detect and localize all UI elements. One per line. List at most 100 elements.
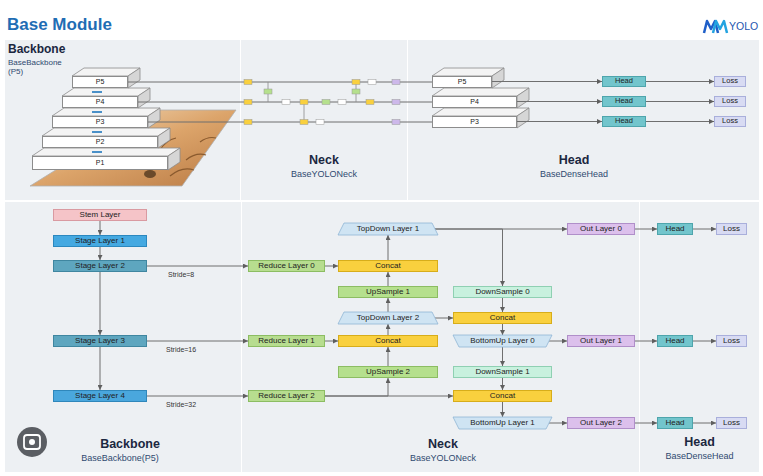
layer-box: Loss bbox=[714, 96, 746, 107]
layer-box: Stage Layer 3 bbox=[53, 335, 147, 347]
feature-map-slab: P5 bbox=[432, 76, 492, 88]
panel-ground bbox=[640, 202, 759, 472]
node-text: P1 bbox=[96, 159, 105, 167]
node-text: Concat bbox=[490, 314, 515, 323]
stride-label: Stride=32 bbox=[166, 401, 196, 409]
feature-map-slab: P5 bbox=[72, 76, 128, 88]
node-text: P5 bbox=[96, 78, 105, 86]
connector bbox=[517, 101, 602, 102]
feature-map-slab: P3 bbox=[432, 116, 517, 128]
node-text: Head bbox=[665, 337, 684, 346]
slab-side bbox=[168, 148, 180, 170]
node-text: P4 bbox=[470, 98, 479, 106]
node-text: Out Layer 0 bbox=[580, 225, 622, 234]
connector bbox=[635, 341, 657, 342]
layer-box: Out Layer 2 bbox=[567, 417, 635, 429]
lens-icon bbox=[17, 427, 47, 457]
node-text: P5 bbox=[458, 78, 467, 86]
panel-heading: Head bbox=[500, 153, 648, 167]
node-text: Reduce Layer 2 bbox=[258, 392, 314, 401]
node-text: Loss bbox=[722, 117, 738, 125]
layer-box: Head bbox=[602, 116, 646, 127]
logo-m bbox=[713, 21, 727, 33]
feature-map-slab: P1 bbox=[32, 156, 168, 170]
connector bbox=[502, 298, 503, 312]
panel-heading: Neck bbox=[241, 153, 407, 167]
slab-top bbox=[52, 108, 160, 116]
layer-box: Stage Layer 1 bbox=[53, 235, 147, 247]
node-text: Loss bbox=[723, 225, 740, 234]
op-block bbox=[338, 100, 346, 105]
op-block bbox=[392, 120, 400, 125]
connector bbox=[100, 272, 101, 335]
layer-box: Stem Layer bbox=[53, 209, 147, 221]
node-text: Reduce Layer 0 bbox=[258, 262, 314, 271]
slab-side bbox=[492, 68, 504, 88]
connector bbox=[435, 318, 453, 319]
node-text: TopDown Layer 2 bbox=[357, 314, 419, 323]
node-text: Stage Layer 4 bbox=[75, 392, 125, 401]
op-block bbox=[282, 100, 290, 105]
op-block bbox=[392, 80, 400, 85]
op-block bbox=[244, 120, 252, 125]
connector bbox=[693, 423, 716, 424]
slab-top bbox=[42, 128, 170, 136]
region-panel: HeadBaseDenseHeadHeadLossHeadLossHeadLos… bbox=[640, 202, 759, 472]
node-text: P4 bbox=[96, 98, 105, 106]
trapezoid-shape bbox=[453, 417, 552, 429]
panel-ground bbox=[241, 40, 407, 200]
op-block bbox=[368, 80, 376, 85]
op-block bbox=[244, 80, 252, 85]
lens-disc bbox=[17, 427, 47, 457]
connector bbox=[147, 396, 248, 397]
node-text: BottomUp Layer 0 bbox=[470, 337, 534, 346]
op-block bbox=[352, 80, 360, 85]
connector bbox=[325, 396, 453, 397]
node-text: Out Layer 1 bbox=[580, 337, 622, 346]
slab-side bbox=[148, 108, 160, 128]
feature-map-slab: P4 bbox=[62, 96, 138, 108]
connector bbox=[635, 423, 657, 424]
logo-mark bbox=[704, 21, 727, 33]
connector bbox=[147, 266, 248, 267]
layer-box: Concat bbox=[338, 335, 438, 347]
cat-eye bbox=[144, 170, 156, 178]
op-block bbox=[300, 100, 308, 105]
node-text: Head bbox=[665, 225, 684, 234]
layer-box: UpSample 2 bbox=[338, 366, 438, 378]
bottomup-trapezoid: BottomUp Layer 0 bbox=[453, 335, 552, 347]
conv-mark bbox=[92, 111, 102, 113]
layer-box: Head bbox=[657, 335, 693, 347]
connector bbox=[325, 266, 338, 267]
slab-side bbox=[517, 88, 529, 108]
node-text: DownSample 0 bbox=[475, 288, 529, 297]
node-text: Loss bbox=[722, 97, 738, 105]
connector bbox=[549, 341, 567, 342]
node-text: TopDown Layer 1 bbox=[357, 225, 419, 234]
connector bbox=[502, 402, 503, 417]
node-text: Loss bbox=[723, 419, 740, 428]
region-panel: BackboneBaseBackbone(P5)Stem LayerStage … bbox=[5, 202, 241, 472]
layer-box: Head bbox=[657, 417, 693, 429]
connector bbox=[100, 347, 101, 390]
node-text: Stage Layer 3 bbox=[75, 337, 125, 346]
node-text: Head bbox=[665, 419, 684, 428]
op-block bbox=[300, 120, 308, 125]
connector bbox=[502, 324, 503, 335]
layer-box: Reduce Layer 2 bbox=[248, 390, 325, 402]
layer-box: UpSample 1 bbox=[338, 286, 438, 298]
layer-box: Stage Layer 2 bbox=[53, 260, 147, 272]
topdown-trapezoid: TopDown Layer 1 bbox=[338, 223, 438, 235]
conv-mark bbox=[92, 131, 102, 133]
op-block bbox=[366, 100, 374, 105]
op-block bbox=[352, 89, 360, 94]
head-stack bbox=[432, 68, 529, 128]
panel-grounds bbox=[5, 40, 759, 472]
panel-ground bbox=[242, 202, 639, 472]
layer-box: Reduce Layer 1 bbox=[248, 335, 325, 347]
stride-label: Stride=16 bbox=[166, 346, 196, 354]
slab-top bbox=[62, 88, 150, 96]
connector bbox=[549, 423, 567, 424]
node-text: Concat bbox=[490, 392, 515, 401]
layer-box: Head bbox=[602, 76, 646, 87]
